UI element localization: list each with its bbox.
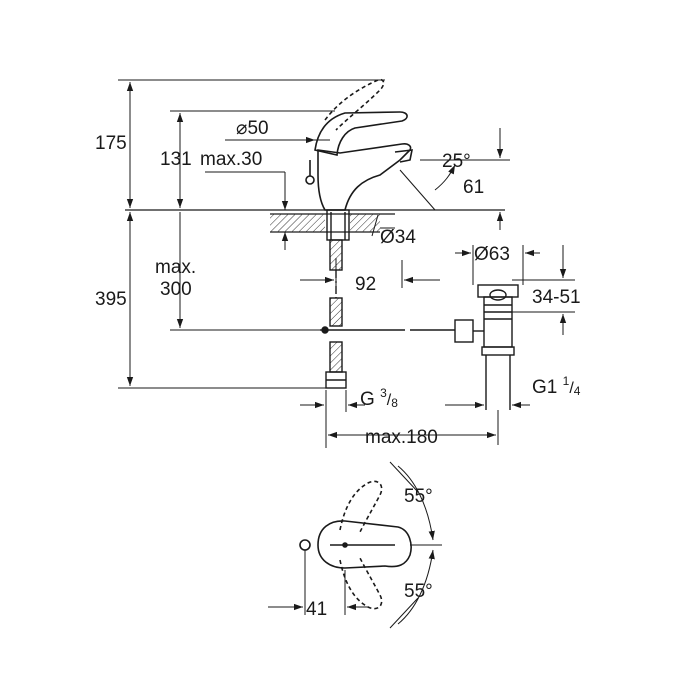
fraction-slash: /	[386, 392, 392, 409]
dim-waste-range: 34-51	[532, 287, 581, 308]
dim-spout-height: 61	[463, 177, 485, 198]
inlet-thread-main: G	[360, 389, 375, 410]
dim-hole-diameter: Ø34	[380, 227, 416, 248]
dim-waste-thread: G1 1/4	[532, 375, 581, 398]
dim-below-counter: 395	[95, 289, 127, 310]
dim-hose-max-line1: max.	[155, 257, 197, 278]
dimension-lines	[118, 79, 575, 448]
faucet-side-view	[305, 78, 414, 211]
dim-deck-thickness: max.30	[200, 149, 263, 170]
dim-waste-diameter: Ø63	[474, 244, 510, 265]
inlet-thread-den: 8	[391, 396, 398, 410]
top-view-dimensions	[268, 461, 442, 629]
dim-total-height: 175	[95, 133, 127, 154]
dim-hose-max-line2: 300	[160, 279, 192, 300]
faucet-top-view	[299, 480, 412, 610]
waste-thread-num: 1	[562, 374, 570, 388]
dim-spout-angle: 25°	[442, 151, 471, 172]
dim-max-spread: max.180	[365, 427, 438, 448]
dim-angle-top: 55°	[404, 486, 433, 507]
dim-lever-height: 131	[160, 149, 192, 170]
mounting-shank	[325, 209, 350, 389]
dim-base-diameter: ⌀50	[236, 118, 269, 139]
waste-fitting	[454, 284, 519, 410]
waste-thread-main: G1	[532, 377, 558, 398]
dim-angle-bottom: 55°	[404, 581, 433, 602]
dim-lever-offset: 41	[306, 599, 328, 620]
pop-up-rod	[320, 326, 455, 334]
inlet-thread-num: 3	[380, 386, 387, 400]
counter-top	[125, 209, 505, 233]
waste-thread-den: 4	[573, 384, 581, 398]
fraction-slash: /	[569, 380, 574, 397]
dim-spout-reach: 92	[355, 274, 377, 295]
dim-inlet-thread: G 3/8	[360, 387, 398, 410]
